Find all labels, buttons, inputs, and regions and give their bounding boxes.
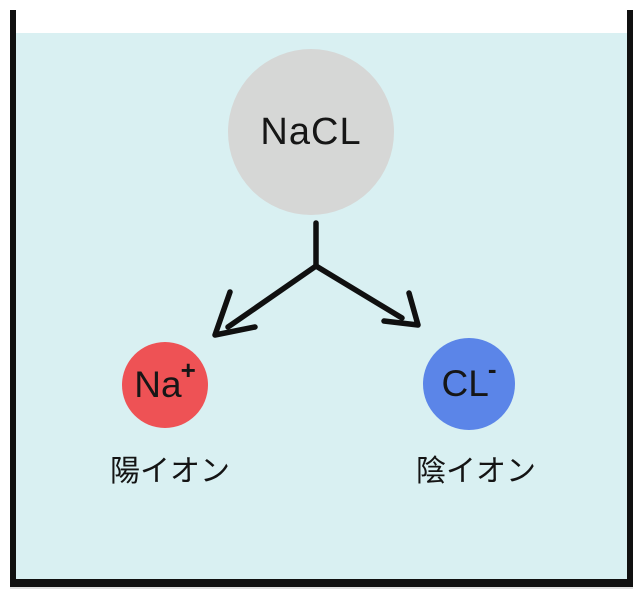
chloride-ion-circle: CL- [423,338,515,430]
sodium-ion-charge: + [180,355,196,385]
chloride-ion-symbol: CL [441,363,489,404]
beaker-left-wall [10,10,16,587]
nacl-molecule-label: NaCL [260,110,362,153]
sodium-ion-symbol: Na [134,364,182,405]
nacl-molecule-circle: NaCL [228,49,394,215]
sodium-ion-circle: Na+ [122,342,208,428]
beaker-right-wall [627,10,633,587]
anion-caption: 陰イオン [416,455,536,488]
cation-caption: 陽イオン [110,455,230,488]
chloride-ion-charge: - [487,354,497,384]
beaker-bottom-wall [10,579,633,587]
